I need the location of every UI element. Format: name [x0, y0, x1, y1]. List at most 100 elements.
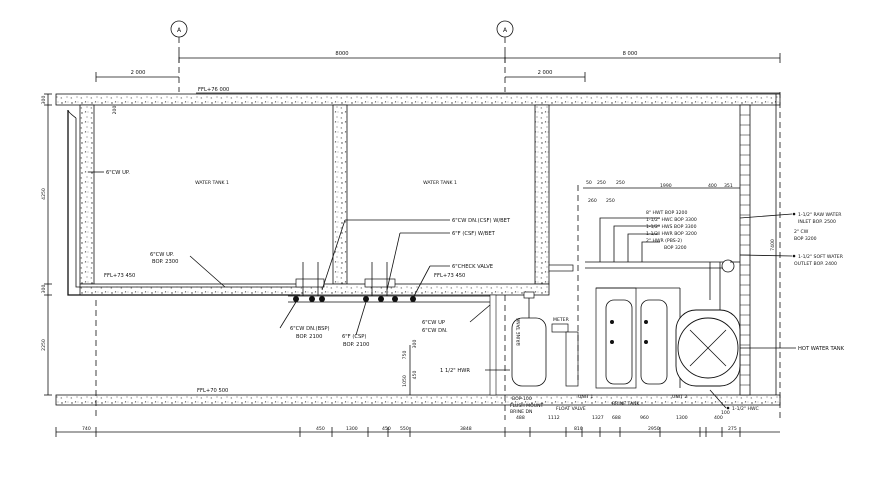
top-dim-2: 8 000	[623, 51, 638, 57]
unit1-label: UNIT 1	[578, 394, 593, 400]
raw-water-label: 1-1/2" RAW WATER	[798, 212, 842, 218]
cw-right-label: 2" CW	[794, 229, 809, 235]
left-dimensions: 300 200 4250 300 2250	[41, 93, 118, 396]
overhead-piping	[548, 185, 740, 380]
bottom-dim-label: 400	[714, 415, 723, 421]
bottom-dim-label: 1112	[548, 415, 560, 421]
brine-tank-label: BRINE TANK	[612, 401, 641, 407]
soft-water-label: 1-1/2" SOFT WATER	[798, 254, 844, 260]
cw-dn-bsp-label: 6"CW DN.(BSP)	[290, 326, 330, 332]
left-dim-1: 300	[41, 96, 47, 105]
hwr-dims: 750 300 450 1050 1 1/2" HWR	[402, 340, 510, 395]
rtd-0: 50	[586, 180, 592, 186]
softener-units	[595, 287, 681, 389]
cw-dn-bsp-bop-label: BOP. 2100	[296, 334, 322, 340]
top-dim-1: 8000	[335, 51, 348, 57]
left-dim-4: 300	[41, 285, 47, 294]
raw-water-bop-label: INLET BOP. 2500	[798, 219, 836, 225]
middle-wall	[332, 104, 348, 285]
cw-right-bop-label: BOP 3200	[794, 236, 817, 242]
bottom-dim-label: 1300	[676, 415, 688, 421]
bottom-dim-label: 275	[728, 426, 737, 432]
top-dimension-lines: 8000 8 000 2 000 2 000	[95, 51, 781, 82]
rtd-4: 400	[708, 183, 717, 189]
filter-unit	[565, 331, 579, 387]
level-mid-right: FFL+73 450	[434, 273, 465, 279]
bottom-dim-label: 740	[82, 426, 91, 432]
cw-dn2-label: 6"CW DN.	[422, 328, 448, 334]
hwt-label: 8" HWT BOP 3200	[646, 210, 687, 216]
grid-bubble-right: A	[496, 20, 514, 92]
bottom-slab	[55, 394, 781, 406]
rtd-2: 250	[616, 180, 625, 186]
hwr-dim-d: 1050	[402, 375, 408, 387]
pipe-labels-right: 8" HWT BOP 3200 1-1/2" HWC BOP 3300 1-1/…	[646, 210, 844, 267]
grid-bubble-left: A	[170, 20, 188, 92]
right-wall	[534, 104, 550, 285]
left-dim-3: 4250	[41, 188, 47, 200]
grid-bubble-left-label: A	[177, 27, 182, 34]
hwc-bottom-label: 1-1/2" HWC	[732, 406, 759, 412]
hwr-dim-b: 300	[412, 340, 418, 349]
level-bottom: FFL+70 500	[197, 388, 228, 394]
cw-dn-bet-label: 6"CW DN.(CSF) W/BET	[452, 218, 511, 224]
level-mid-left: FFL+73 450	[104, 273, 135, 279]
equipment-labels: BOP-100 UNIT 1 UNIT 2 FLUSH MOUNT BRINE …	[510, 389, 759, 415]
level-top: FFL+76 000	[198, 87, 229, 93]
hwr-dim-a: 750	[402, 351, 408, 360]
left-wall	[79, 104, 95, 285]
tank-right-label: WATER TANK 1	[423, 180, 457, 186]
f-csp-label: 6"F (CSP)	[342, 334, 366, 340]
unit2-label: UNIT 2	[672, 394, 687, 400]
soft-water-bop-label: OUTLET BOP. 2400	[794, 261, 837, 267]
right-dimensions: 7400	[770, 94, 777, 395]
cw-up-left-label: 6"CW UP.	[106, 170, 130, 176]
hwc-label: 1-1/2" HWC BOP 3300	[646, 217, 697, 223]
hwr-label: 1-1/2" HWR BOP 3200	[646, 231, 697, 237]
bottom-dim-label: 450	[316, 426, 325, 432]
bottom-dimensions: 740 450 1300 450 550 3848 488 1112 810 1327 688 960…	[55, 410, 780, 437]
right-dim-1: 7400	[770, 239, 776, 251]
hot-water-tank-label: HOT WATER TANK	[798, 346, 845, 352]
bottom-dim-label: 100	[721, 410, 730, 416]
bottom-dim-label: 3848	[460, 426, 472, 432]
bottom-dim-label: 488	[516, 415, 525, 421]
flush-mount-label: FLUSH MOUNT	[510, 403, 544, 409]
hwr-pbs-label: 2" HWR (PBS-2)	[646, 238, 682, 244]
cw-up2-label: 6"CW UP	[422, 320, 445, 326]
cw-up-b2-label: BOP. 2300	[152, 259, 178, 265]
right-top-dims: 50 250 250 1990 400 351 260 250	[583, 180, 740, 204]
bottom-dim-label: 1300	[346, 426, 358, 432]
grid-bubble-right-label: A	[503, 27, 508, 34]
f-csf-bet-label: 6"F (CSF) W/BET	[452, 231, 496, 237]
left-dim-2: 200	[112, 106, 118, 115]
left-cw-pipe: 6"CW UP.	[67, 109, 300, 296]
bottom-dim-label: 1327	[592, 415, 604, 421]
brine-tank-vertical-label: BRINE TANK	[516, 317, 522, 346]
brine-dn-label: BRINE DN	[510, 409, 532, 415]
bottom-dim-label: 550	[400, 426, 409, 432]
rtd2-0: 260	[588, 198, 597, 204]
check-valve-label: 6"CHECK VALVE	[452, 264, 493, 270]
tank-left-label: WATER TANK 1	[195, 180, 229, 186]
rtd-1: 250	[597, 180, 606, 186]
bottom-dim-label: 450	[382, 426, 391, 432]
hws-label: 1-1/2" HWS BOP 3300	[646, 224, 697, 230]
brine-tank: BRINE TANK	[511, 291, 547, 387]
f-csp-bop-label: BOP. 2100	[343, 342, 369, 348]
cw-up-b1-label: 6"CW UP.	[150, 252, 174, 258]
hot-water-tank: HOT WATER TANK	[675, 309, 845, 387]
meter-label: METER	[553, 317, 570, 323]
rtd-5: 351	[724, 183, 733, 189]
rtd-3: 1990	[660, 183, 672, 189]
bottom-dim-label: 688	[612, 415, 621, 421]
bottom-dim-label: 960	[640, 415, 649, 421]
brick-wall	[739, 104, 751, 396]
bop-100-label: BOP-100	[512, 396, 532, 402]
bottom-dim-label: 2950	[648, 426, 660, 432]
hwr-pbs-bop-label: BOP 3200	[664, 245, 687, 251]
bottom-dim-label: 810	[574, 426, 583, 432]
roof-slab	[55, 93, 781, 106]
top-dim-3: 2 000	[131, 70, 146, 76]
pillar-small	[489, 294, 497, 396]
